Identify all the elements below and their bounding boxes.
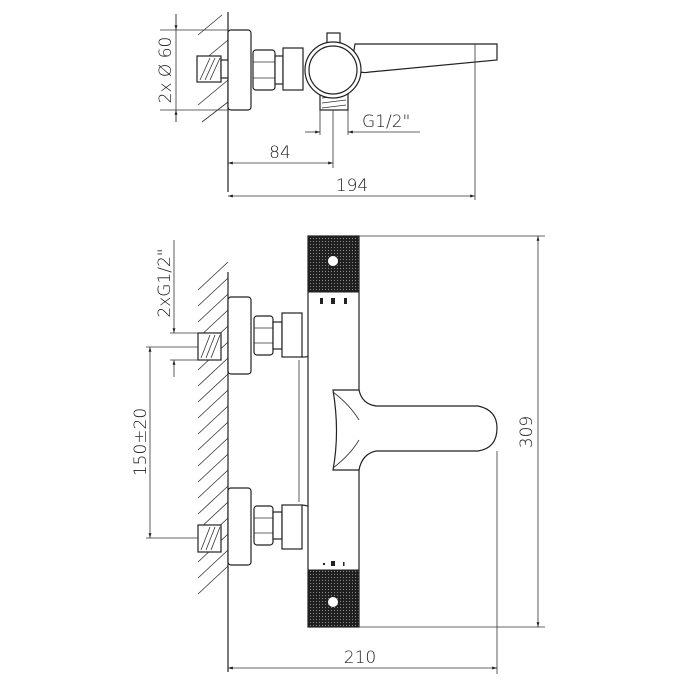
spout (332, 389, 498, 471)
hatch-line (197, 357, 229, 387)
hatch-line (197, 421, 229, 451)
hatch-line (197, 437, 229, 467)
hatch-line (197, 293, 229, 323)
hatch-line (197, 405, 229, 435)
hatch-line (197, 389, 229, 419)
hatch-line (197, 565, 229, 595)
hatch-line (197, 485, 229, 515)
dim-inlet-spacing: 150±20 (131, 408, 151, 476)
dim-flange-diameter: 2x Ø 60 (156, 37, 176, 104)
knob-indicator-dot (328, 597, 338, 607)
hatch-line (197, 453, 229, 483)
temperature-knob-knurl[interactable] (307, 235, 360, 293)
dim-total-depth: 194 (336, 176, 368, 196)
hatch-line (197, 469, 229, 499)
dim-outlet-offset: 84 (269, 143, 291, 163)
dim-outlet-thread: G1/2" (362, 112, 410, 132)
wall-flange (227, 29, 252, 111)
dim-height: 309 (517, 416, 537, 448)
hatch-line (197, 277, 229, 307)
inlet-upper (197, 296, 321, 375)
hatch-line (197, 549, 229, 579)
dim-inlet-thread: 2xG1/2" (155, 248, 175, 317)
hatch-line (197, 373, 229, 403)
dim-width: 210 (344, 648, 376, 668)
hex-nut (252, 49, 276, 91)
inlet-lower (197, 487, 321, 566)
connector (282, 47, 304, 91)
knob-indicator-dot (328, 256, 338, 266)
diverter-marks-icon (320, 298, 347, 566)
thermostat-body (304, 41, 362, 99)
hatch-line (197, 261, 229, 291)
front-view: 309 210 150±20 2xG1/2" (131, 235, 545, 674)
top-view: 2x Ø 60 G1/2" 84 194 (156, 12, 498, 200)
